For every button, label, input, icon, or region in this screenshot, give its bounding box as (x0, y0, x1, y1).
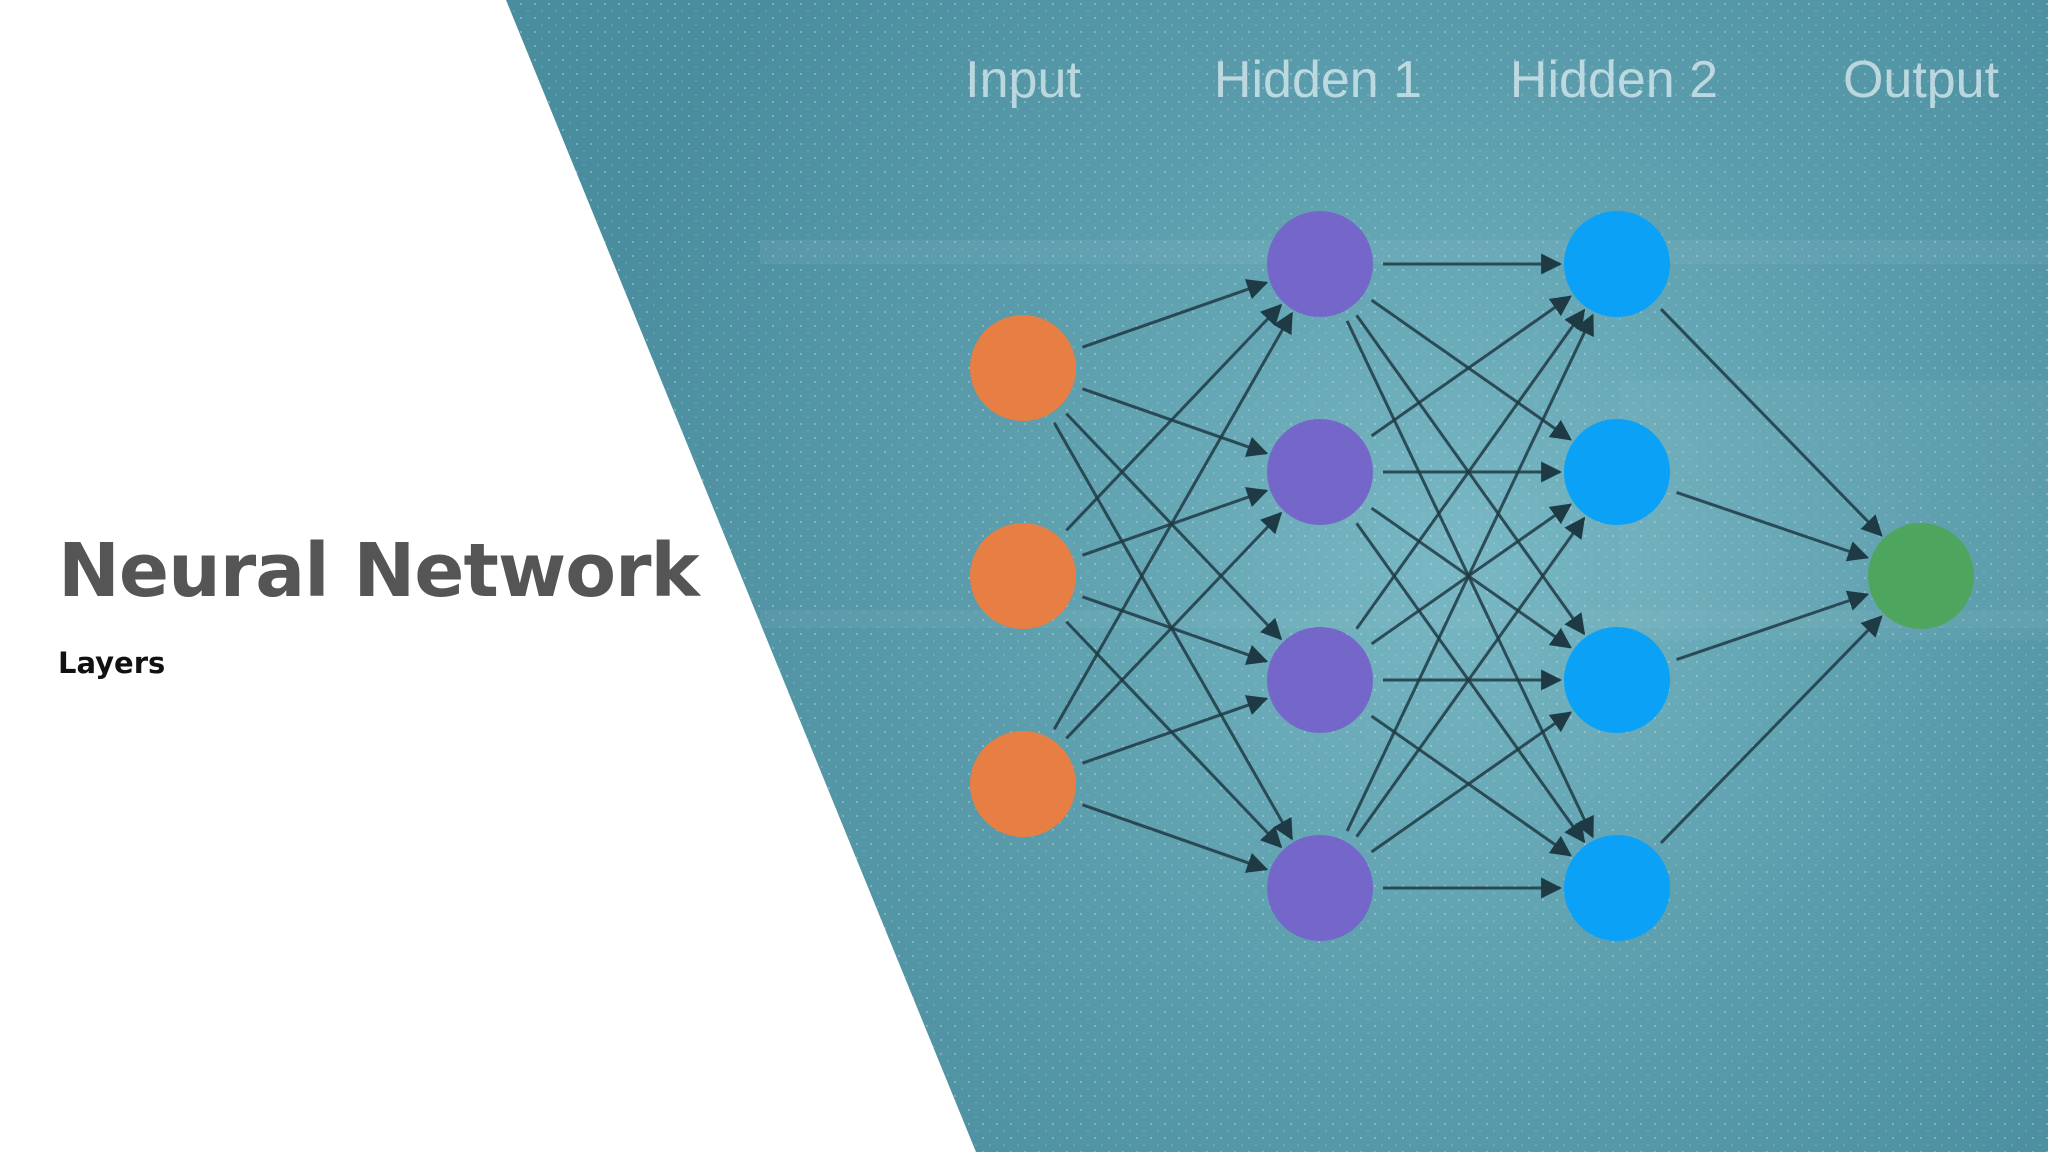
connection-arrow (1082, 695, 1269, 765)
connection-arrow (1370, 714, 1573, 857)
node-hidden-2-2 (1564, 419, 1670, 525)
connection-arrow (1082, 279, 1269, 349)
node-hidden-2-1 (1564, 211, 1670, 317)
connection-arrow (1355, 516, 1586, 838)
connection-arrow (1355, 314, 1586, 636)
layer-label-input: Input (965, 51, 1081, 109)
node-hidden-1-2 (1267, 419, 1373, 525)
slide-subtitle: Layers (58, 646, 166, 680)
connection-arrow (1065, 511, 1283, 740)
slide-title: Neural Network (58, 528, 700, 614)
layer-label-hidden-2: Hidden 2 (1509, 51, 1719, 109)
connection-arrow (1659, 308, 1883, 537)
connection-arrow (1082, 487, 1269, 557)
layer-label-output: Output (1842, 51, 2000, 109)
node-input-3 (970, 731, 1076, 837)
connection-arrow (1052, 311, 1294, 731)
connection-arrow (1355, 308, 1586, 630)
node-input-1 (970, 315, 1076, 421)
connection-arrow (1370, 506, 1573, 649)
connection-arrow (1676, 490, 1870, 562)
connection-arrow (1370, 295, 1573, 438)
connection-arrow (1082, 595, 1269, 665)
node-hidden-1-4 (1267, 835, 1373, 941)
connection-arrow (1345, 313, 1594, 832)
node-output-1 (1868, 523, 1974, 629)
node-hidden-2-4 (1564, 835, 1670, 941)
node-input-2 (970, 523, 1076, 629)
connection-arrow (1065, 620, 1283, 849)
connection-arrow (1065, 412, 1283, 641)
connection-arrow (1082, 387, 1269, 457)
connection-arrow (1065, 303, 1283, 532)
layer-label-hidden-1: Hidden 1 (1213, 51, 1423, 109)
connection-arrow (1082, 803, 1269, 873)
connection-arrow (1370, 711, 1573, 854)
node-hidden-2-3 (1564, 627, 1670, 733)
connection-arrow (1659, 615, 1883, 844)
connections (1052, 253, 1883, 899)
connection-arrow (1370, 298, 1573, 441)
node-hidden-1-1 (1267, 211, 1373, 317)
connection-arrow (1052, 421, 1294, 841)
node-hidden-1-3 (1267, 627, 1373, 733)
connection-arrow (1676, 590, 1870, 662)
